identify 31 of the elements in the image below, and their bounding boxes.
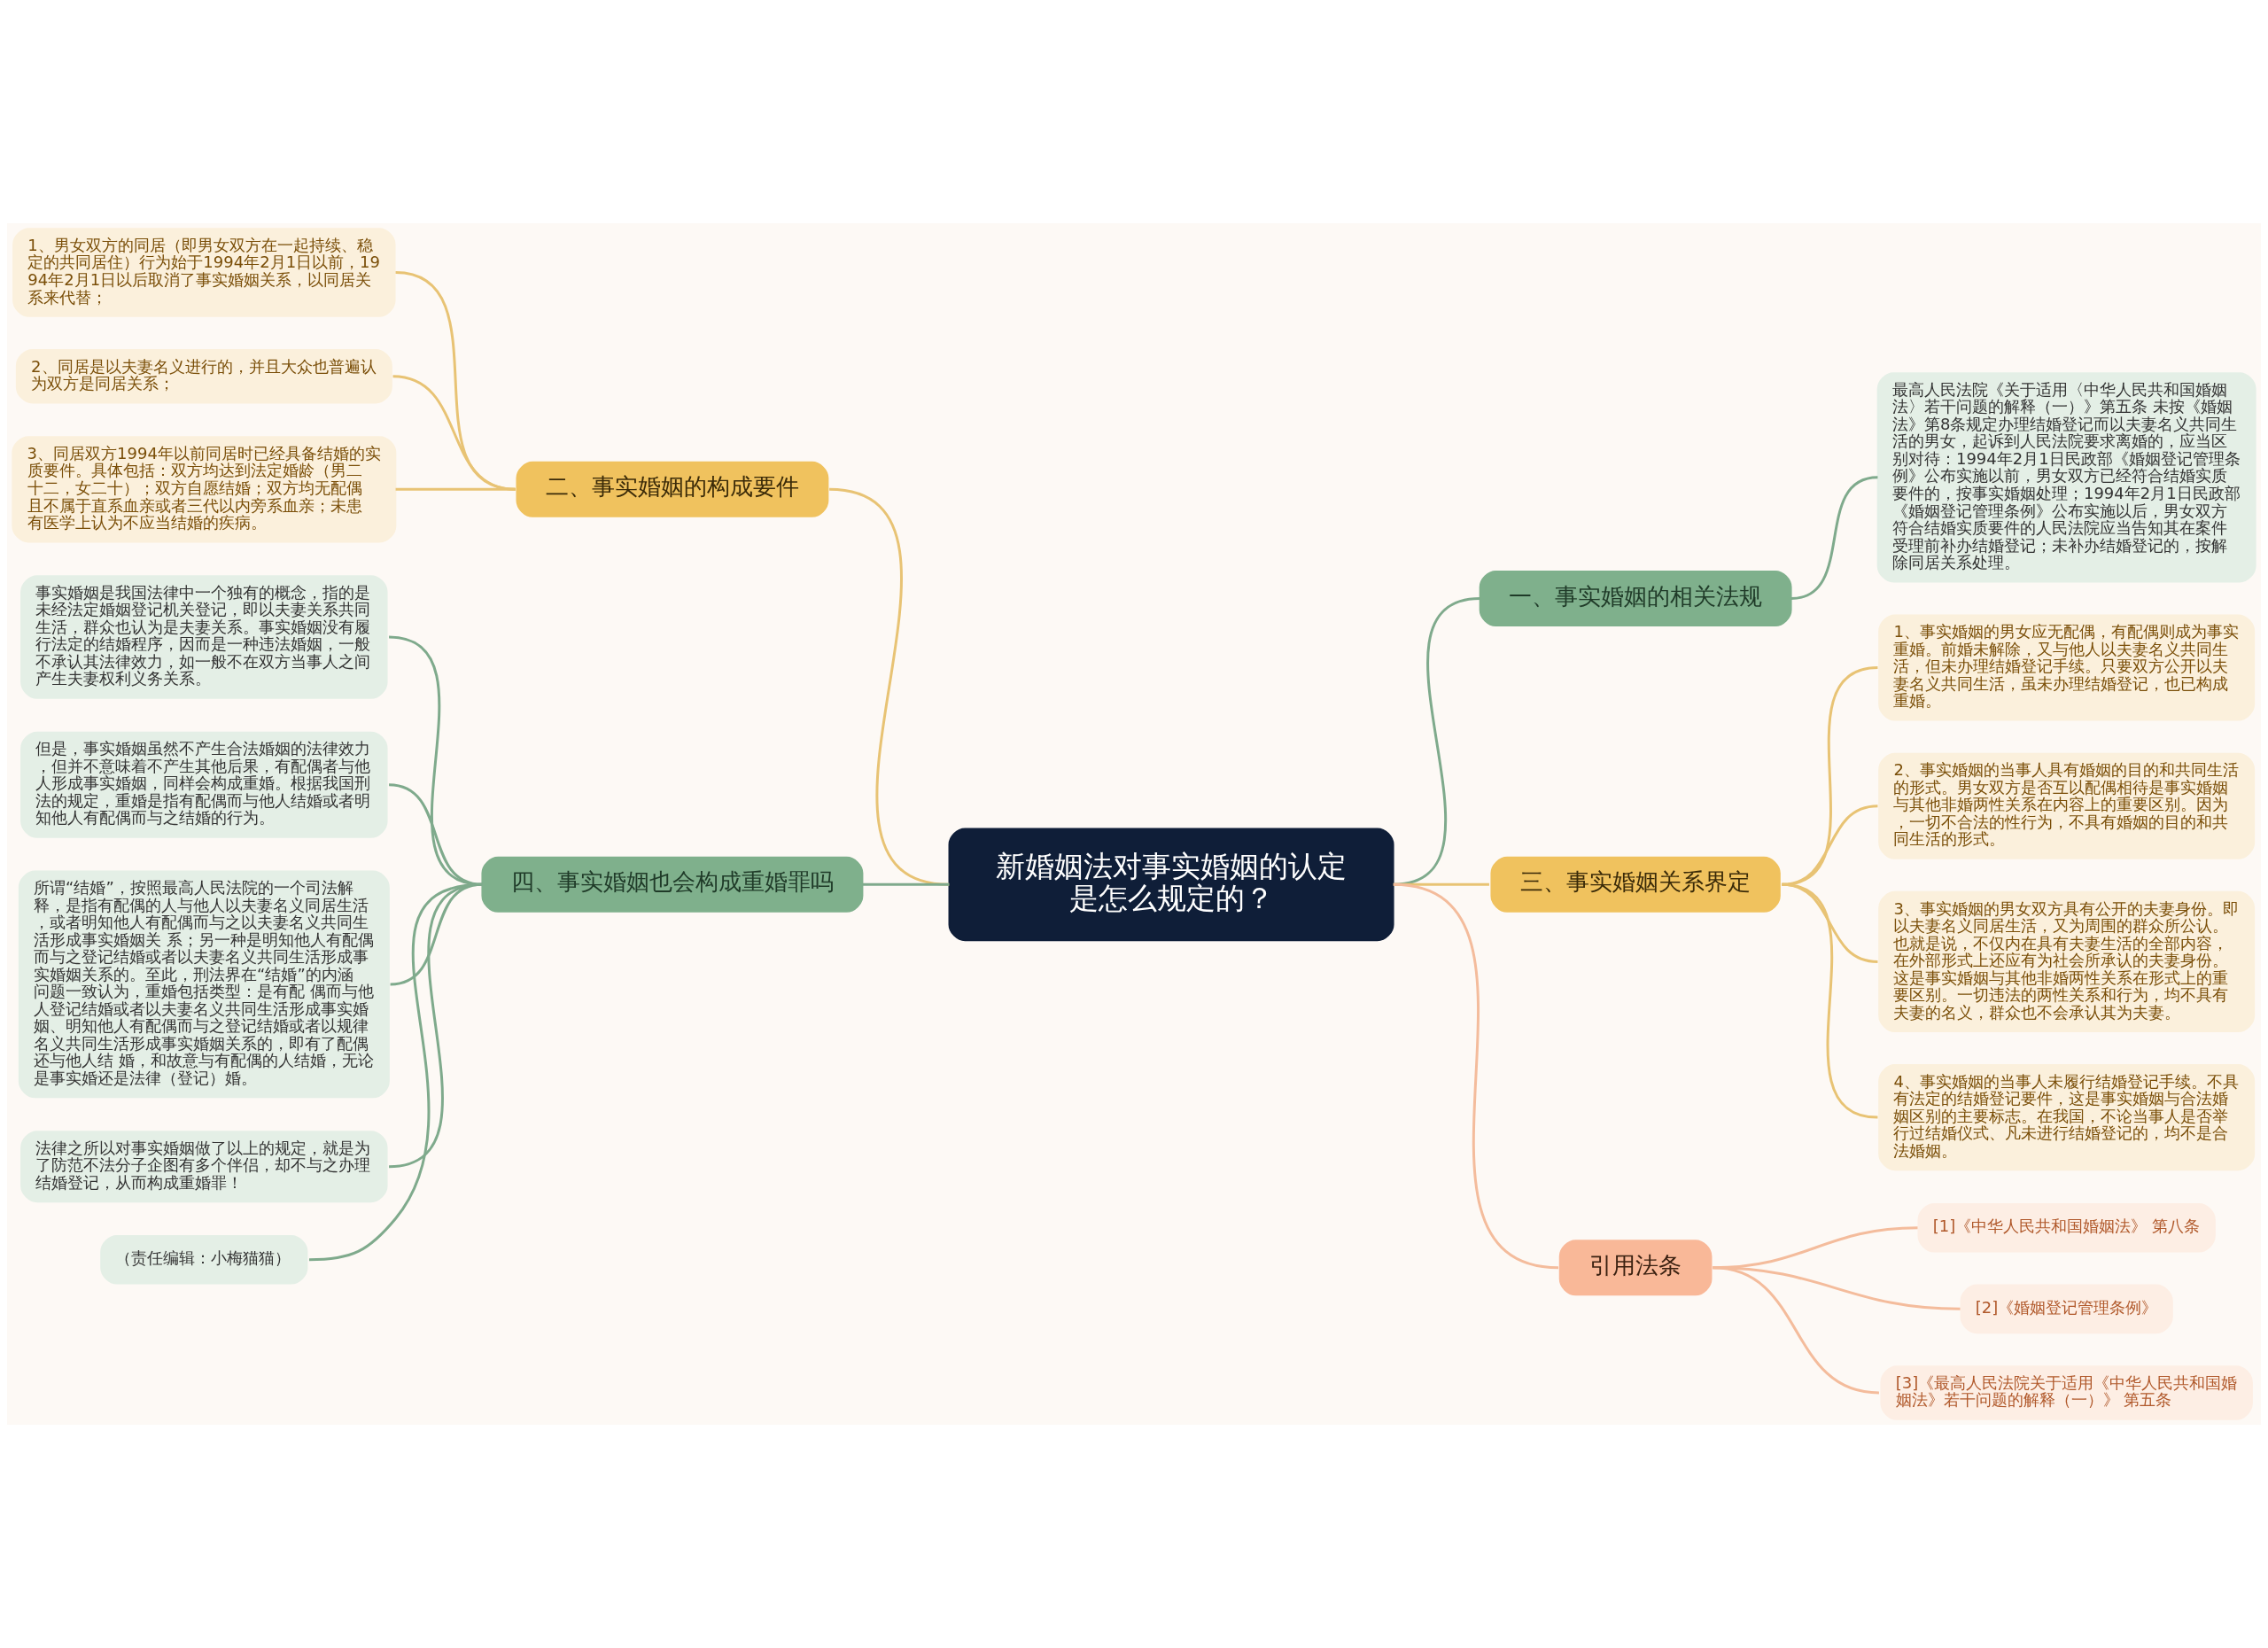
node-box: 2、同居是以夫妻名义进行的，并且大众也普遍认为双方是同居关系；	[15, 348, 392, 404]
node-box: 引用法条	[1558, 1240, 1713, 1296]
node-box: 二、事实婚姻的构成要件	[516, 461, 829, 517]
connector	[395, 487, 516, 491]
node-box: 2、事实婚姻的当事人具有婚姻的目的和共同生活的形式。男女双方是否互以配偶相待是事实婚姻与其他非婚两性关系在内容上的重要区别。因为，一切不合法的性行为，不具有婚姻的目的和共同生活的形式。	[1878, 752, 2256, 859]
connector	[308, 882, 483, 1262]
connector	[1713, 1266, 1880, 1395]
node-box: 事实婚姻是我国法律中一个独有的概念，指的是未经法定婚姻登记机关登记，即以夫妻关系共同生活，群众也认为是夫妻关系。事实婚姻没有履行法定的结婚程序，因而是一种违法婚姻，一般不承认其法律效力，如一般不在双方当事人之间产生夫妻权利义务关系。	[20, 575, 388, 699]
node-box: （责任编辑：小梅猫猫）	[100, 1235, 308, 1285]
connector	[862, 882, 950, 886]
node-box: 3、同居双方1994年以前同居时已经具备结婚的实质要件。具体包括：双方均达到法定婚龄（男二十二，女二十）；双方自愿结婚；双方均无配偶且不属于直系血亲或者三代以内旁系血亲；未患有医学上认为不应当结婚的疾病。	[12, 436, 397, 543]
node-box: 4、事实婚姻的当事人未履行结婚登记手续。不具有法定的结婚登记要件，这是事实婚姻与合法婚姻区别的主要标志。在我国，不论当事人是否举行过结婚仪式、凡未进行结婚登记的，均不是合法婚姻。	[1878, 1064, 2256, 1171]
node-box: 1、男女双方的同居（即男女双方在一起持续、稳定的共同居住）行为始于1994年2月1日以前，1994年2月1日以后取消了事实婚姻关系，以同居关系来代替；	[12, 228, 396, 317]
node-box: 新婚姻法对事实婚姻的认定是怎么规定的？	[948, 828, 1394, 942]
node-box: 法律之所以对事实婚姻做了以上的规定，就是为了防范不法分子企图有多个伴侣，却不与之办理结婚登记，从而构成重婚罪！	[20, 1131, 388, 1203]
node-box: 但是，事实婚姻虽然不产生合法婚姻的法律效力，但并不意味着不产生其他后果，有配偶者与他人形成事实婚姻，同样会构成重婚。根据我国刑法的规定，重婚是指有配偶而与他人结婚或者明知他人有配偶而与之结婚的行为。	[20, 731, 388, 838]
connector	[1782, 882, 1878, 1119]
node-box: 3、事实婚姻的男女双方具有公开的夫妻身份。即以夫妻名义同居生活，又为周围的群众所公认。也就是说，不仅内在具有夫妻生活的全部内容，在外部形式上还应有为社会所承认的夫妻身份。这是事实婚姻与其他非婚两性关系在形式上的重要区别。一切违法的两性关系和行为，均不具有夫妻的名义，群众也不会承认其为夫妻。	[1878, 890, 2256, 1032]
node-box: [1]《中华人民共和国婚姻法》 第八条	[1917, 1202, 2216, 1253]
node-box: 最高人民法院《关于适用〈中华人民共和国婚姻法〉若干问题的解释（一）》第五条 未按《婚姻法》第8条规定办理结婚登记而以夫妻名义共同生活的男女，起诉到人民法院要求离婚的，应当区别对待：1994年2月1日民政部《婚姻登记管理条例》公布实施以前，男女双方已经符合结婚实质要件的，按事实婚姻处理；1994年2月1日民政部《婚姻登记管理条例》公布实施以后，男女双方符合结婚实质要件的人民法院应当告知其在案件受理前补办结婚登记；未补办结婚登记的，按解除同居关系处理。	[1876, 372, 2256, 583]
node-box: 所谓“结婚”，按照最高人民法院的一个司法解释，是指有配偶的人与他人以夫妻名义同居生活，或者明知他人有配偶而与之以夫妻名义共同生活形成事实婚姻关 系；另一种是明知他人有配偶而与之登记结婚或者以夫妻名义共同生活形成事实婚姻关系的。至此，刑法界在“结婚”的内涵问题一致认为，重婚包括类型：是有配 偶而与他人登记结婚或者以夫妻名义共同生活形成事实婚姻、明知他人有配偶而与之登记结婚或者以规律名义共同生活形成事实婚姻关系的，即有了配偶还与他人结 婚，和故意与有配偶的人结婚，无论是事实婚还是法律（登记）婚。	[18, 870, 390, 1099]
node-box: [2]《婚姻登记管理条例》	[1960, 1284, 2173, 1334]
node-box: 三、事实婚姻关系界定	[1490, 856, 1781, 913]
connector	[392, 375, 516, 491]
connector	[395, 271, 516, 491]
node-box: 四、事实婚姻也会构成重婚罪吗	[481, 856, 864, 913]
node-box: 1、事实婚姻的男女应无配偶，有配偶则成为事实重婚。前婚未解除，又与他人以夫妻名义共同生活，但未办理结婚登记手续。只要双方公开以夫妻名义共同生活，虽未办理结婚登记，也已构成重婚。	[1878, 614, 2256, 721]
node-box: 一、事实婚姻的相关法规	[1479, 570, 1792, 626]
node-box: [3]《最高人民法院关于适用《中华人民共和国婚姻法》若干问题的解释（一）》 第五条	[1880, 1365, 2253, 1420]
connector	[828, 487, 950, 886]
connector	[1790, 476, 1878, 600]
